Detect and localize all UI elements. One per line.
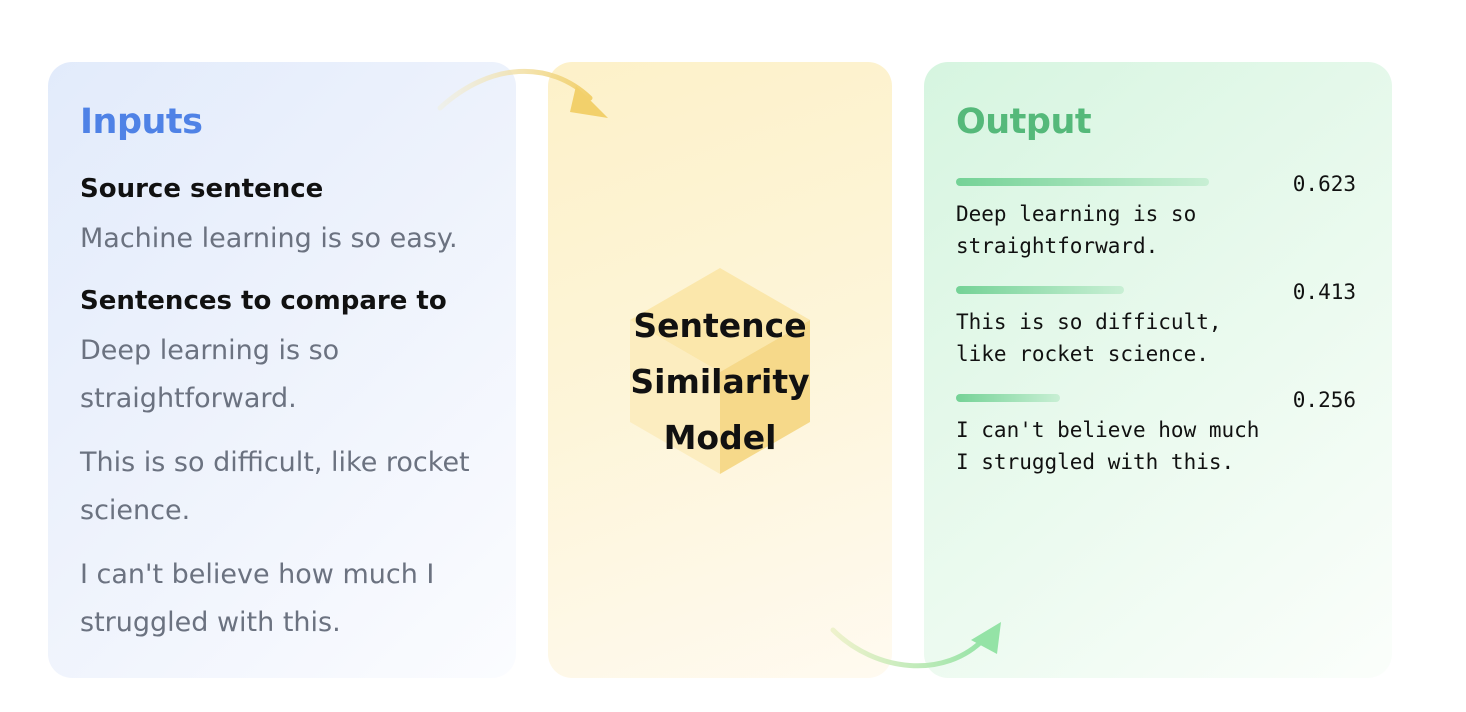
source-sentence: Machine learning is so easy. bbox=[80, 223, 458, 254]
result-item: I can't believe how much I struggled wit… bbox=[956, 388, 1356, 478]
model-panel: Sentence Similarity Model bbox=[548, 62, 892, 678]
inputs-title: Inputs bbox=[80, 102, 203, 142]
compare-sentences-label: Sentences to compare to bbox=[80, 286, 447, 316]
cube-icon bbox=[630, 268, 810, 474]
source-sentence-label: Source sentence bbox=[80, 174, 324, 204]
compare-sentence: I can't believe how much I struggled wit… bbox=[80, 559, 435, 638]
result-score: 0.413 bbox=[1292, 280, 1356, 304]
score-bar bbox=[956, 394, 1060, 402]
score-bar bbox=[956, 286, 1124, 294]
inputs-panel: Inputs Source sentence Machine learning … bbox=[48, 62, 516, 678]
result-sentence: This is so difficult, like rocket scienc… bbox=[956, 310, 1222, 366]
arrow-to-output-icon bbox=[830, 622, 1001, 669]
result-item: Deep learning is so straightforward. 0.6… bbox=[956, 172, 1356, 262]
result-item: This is so difficult, like rocket scienc… bbox=[956, 280, 1356, 370]
compare-sentence: This is so difficult, like rocket scienc… bbox=[80, 447, 470, 526]
result-sentence: I can't believe how much I struggled wit… bbox=[956, 418, 1260, 474]
arrow-to-model-icon bbox=[437, 68, 608, 118]
output-title: Output bbox=[956, 102, 1092, 142]
model-name: Sentence Similarity Model bbox=[630, 306, 810, 457]
result-score: 0.256 bbox=[1292, 388, 1356, 412]
output-panel: Output Deep learning is so straightforwa… bbox=[924, 62, 1392, 678]
result-score: 0.623 bbox=[1292, 172, 1356, 196]
compare-sentence: Deep learning is so straightforward. bbox=[80, 335, 340, 414]
score-bar bbox=[956, 178, 1209, 186]
result-sentence: Deep learning is so straightforward. bbox=[956, 202, 1197, 258]
